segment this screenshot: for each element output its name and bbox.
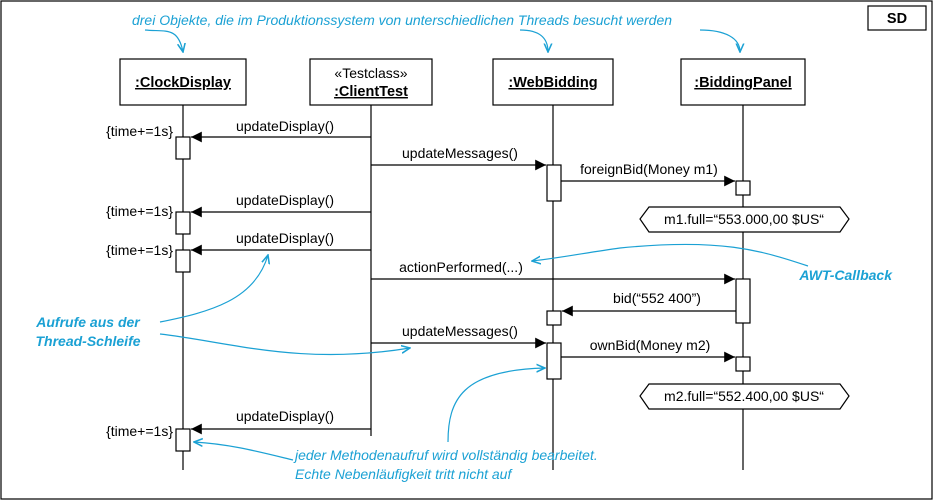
annotation-thread-loop-2: Thread-Schleife (35, 333, 140, 349)
activation-web-2 (546, 310, 562, 326)
activation-web-3 (546, 342, 562, 380)
annotation-arrow-loop-1 (159, 255, 268, 323)
object-bidding-panel: :BiddingPanel (680, 58, 806, 106)
message-label-8: updateMessages() (402, 323, 518, 339)
annotation-arrow-complete-2 (447, 368, 545, 443)
activation-panel-1 (735, 180, 751, 196)
sd-tag-box (867, 5, 927, 31)
annotation-objects-threads: drei Objekte, die im Produktionssystem v… (132, 12, 672, 28)
activation-clock-4 (175, 428, 191, 452)
time-constraint-2: {time+=1s} (106, 203, 173, 219)
message-label-5: updateDisplay() (236, 230, 334, 246)
time-constraint-4: {time+=1s} (106, 423, 173, 439)
message-label-7: bid(“552 400”) (613, 290, 701, 306)
annotation-arrow-awt (532, 243, 809, 267)
annotation-complete-1: jeder Methodenaufruf wird vollständig be… (293, 447, 598, 463)
annotation-thread-loop-1: Aufrufe aus der (35, 314, 141, 330)
annotation-arrow-loop-2 (159, 333, 410, 356)
time-constraint-3: {time+=1s} (106, 242, 173, 258)
state-invariant-2: m2.full=“552.400,00 $US“ (639, 383, 850, 410)
message-label-2: updateMessages() (402, 145, 518, 161)
message-label-4: updateDisplay() (236, 192, 334, 208)
object-clock-label: :ClockDisplay (135, 75, 231, 91)
object-clock-display: :ClockDisplay (119, 58, 247, 106)
annotation-arrow-complete-1 (194, 442, 294, 461)
time-constraint-1: {time+=1s} (106, 123, 173, 139)
message-label-3: foreignBid(Money m1) (580, 161, 718, 177)
sd-tag: SD (887, 11, 907, 27)
state-label-1: m1.full=“553.000,00 $US“ (664, 211, 824, 227)
object-client-test: «Testclass» :ClientTest (309, 58, 433, 106)
annotation-arrow-web (519, 29, 548, 52)
object-web-label: :WebBidding (508, 75, 597, 91)
activation-clock-2 (175, 211, 191, 235)
message-label-6: actionPerformed(...) (399, 259, 523, 275)
object-web-bidding: :WebBidding (492, 58, 614, 106)
object-client-label: :ClientTest (334, 84, 408, 100)
annotation-arrow-clock (144, 29, 183, 52)
activation-panel-2 (735, 278, 751, 324)
state-invariant-1: m1.full=“553.000,00 $US“ (639, 206, 850, 233)
activation-panel-3 (735, 356, 751, 372)
object-client-stereotype: «Testclass» (334, 65, 407, 81)
state-label-2: m2.full=“552.400,00 $US“ (664, 388, 824, 404)
annotation-awt-callback: AWT-Callback (798, 267, 893, 283)
message-label-1: updateDisplay() (236, 118, 334, 134)
message-label-10: updateDisplay() (236, 408, 334, 424)
message-label-9: ownBid(Money m2) (590, 337, 711, 353)
activation-clock-3 (175, 249, 191, 273)
activation-web-1 (546, 164, 562, 202)
annotation-arrow-panel (699, 29, 740, 52)
object-panel-label: :BiddingPanel (694, 75, 791, 91)
annotation-complete-2: Echte Nebenläufigkeit tritt nicht auf (295, 466, 513, 482)
activation-clock-1 (175, 136, 191, 160)
